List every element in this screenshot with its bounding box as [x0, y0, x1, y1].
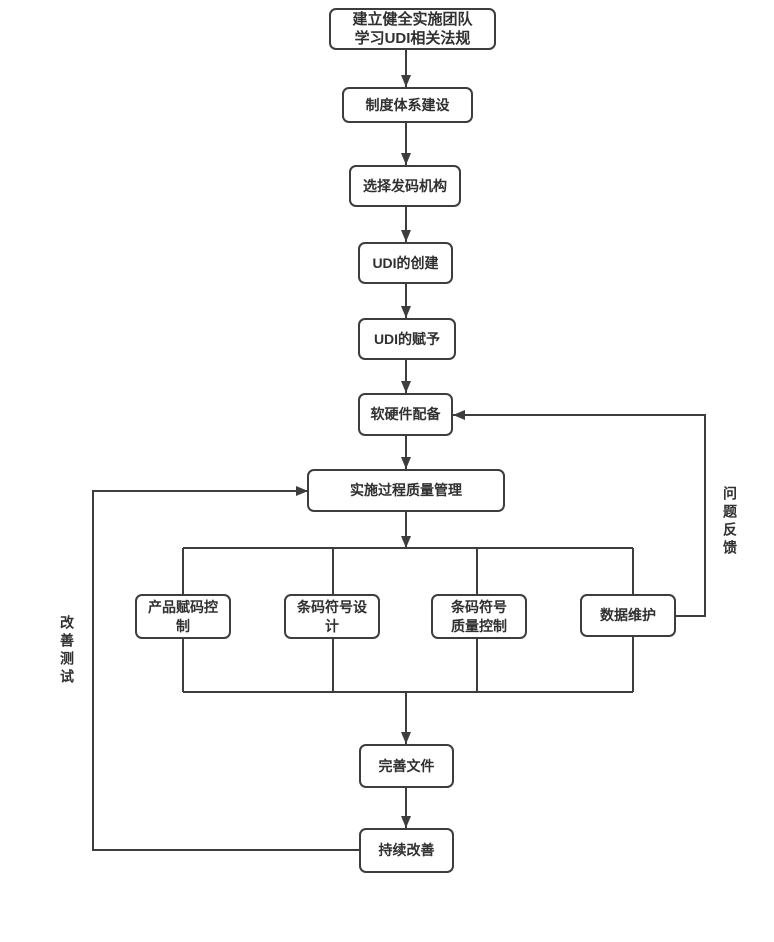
flow-node-udi-creation: UDI的创建: [358, 242, 453, 284]
flow-node-process-quality-management: 实施过程质量管理: [307, 469, 505, 512]
flow-node-continuous-improvement: 持续改善: [359, 828, 454, 873]
edge-label-improvement-testing: 改善测试: [59, 615, 75, 687]
flow-node-establish-team: 建立健全实施团队 学习UDI相关法规: [329, 8, 496, 50]
branch-frame: [182, 547, 634, 693]
flow-node-select-issuing-agency: 选择发码机构: [349, 165, 461, 207]
flow-node-udi-assignment: UDI的赋予: [358, 318, 456, 360]
flow-node-product-coding-control: 产品赋码控 制: [135, 594, 231, 639]
flow-node-software-hardware: 软硬件配备: [358, 393, 453, 436]
flow-node-improve-documents: 完善文件: [359, 744, 454, 788]
edge-improvement-testing-loop: [92, 486, 359, 851]
flow-node-data-maintenance: 数据维护: [580, 594, 676, 637]
edge-label-problem-feedback: 问题反馈: [722, 486, 738, 558]
flow-node-barcode-symbol-quality-control: 条码符号 质量控制: [431, 594, 527, 639]
edge-problem-feedback-loop: [453, 410, 706, 617]
flow-node-barcode-symbol-design: 条码符号设 计: [284, 594, 380, 639]
flow-node-system-building: 制度体系建设: [342, 87, 473, 123]
